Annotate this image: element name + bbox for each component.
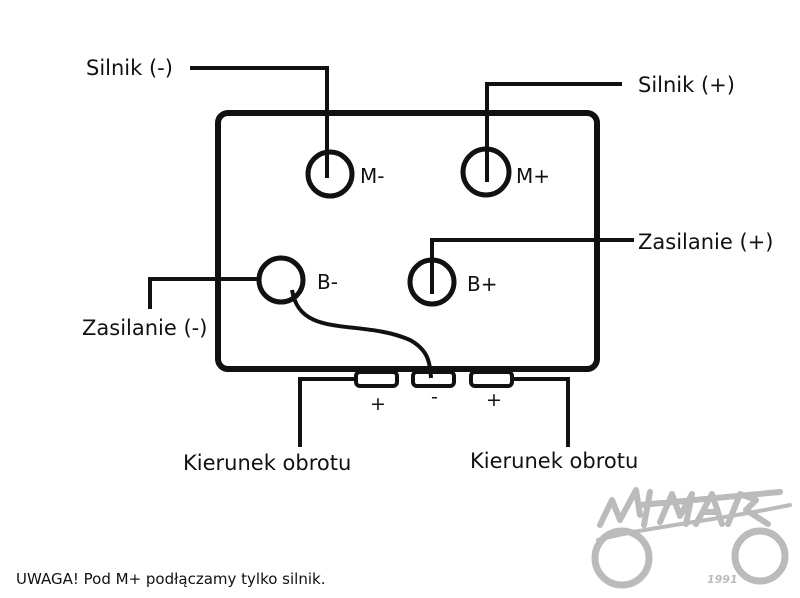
polarity-right: + [486, 389, 502, 411]
wire-silnik-minus [190, 66, 329, 178]
label-zasilanie-minus: Zasilanie (-) [82, 316, 207, 340]
warning-note: UWAGA! Pod M+ podłączamy tylko silnik. [16, 570, 325, 588]
label-silnik-plus: Silnik (+) [638, 73, 735, 97]
logo-front-wheel-icon [731, 527, 789, 585]
wire-zasilanie-plus [430, 238, 634, 294]
terminal-label-b-plus: B+ [467, 272, 497, 296]
label-zasilanie-plus: Zasilanie (+) [638, 230, 773, 254]
terminal-m-minus [305, 149, 355, 199]
label-silnik-minus: Silnik (-) [86, 56, 173, 80]
logo-lettering-icon [597, 487, 783, 528]
terminal-label-m-minus: M- [360, 164, 384, 188]
wire-b-minus-to-connector [290, 289, 433, 379]
terminal-b-minus [256, 255, 306, 305]
logo-swoosh-icon [596, 503, 792, 542]
connector-pad-middle [411, 370, 456, 388]
connector-pad-right [469, 370, 514, 388]
polarity-left: + [370, 393, 386, 415]
logo-year: 1991 [707, 573, 738, 586]
wire-zasilanie-minus [148, 277, 260, 309]
wimar-logo [591, 487, 792, 589]
connector-pad-left [354, 370, 399, 388]
terminal-label-b-minus: B- [317, 270, 338, 294]
label-kierunek-left: Kierunek obrotu [183, 451, 351, 475]
terminal-label-m-plus: M+ [516, 164, 550, 188]
wire-silnik-plus [485, 82, 622, 182]
logo-rear-wheel-icon [591, 527, 653, 589]
wire-kierunek-left [298, 377, 356, 447]
label-kierunek-right: Kierunek obrotu [470, 449, 638, 473]
polarity-middle: - [431, 386, 438, 408]
wire-kierunek-right [512, 377, 570, 447]
